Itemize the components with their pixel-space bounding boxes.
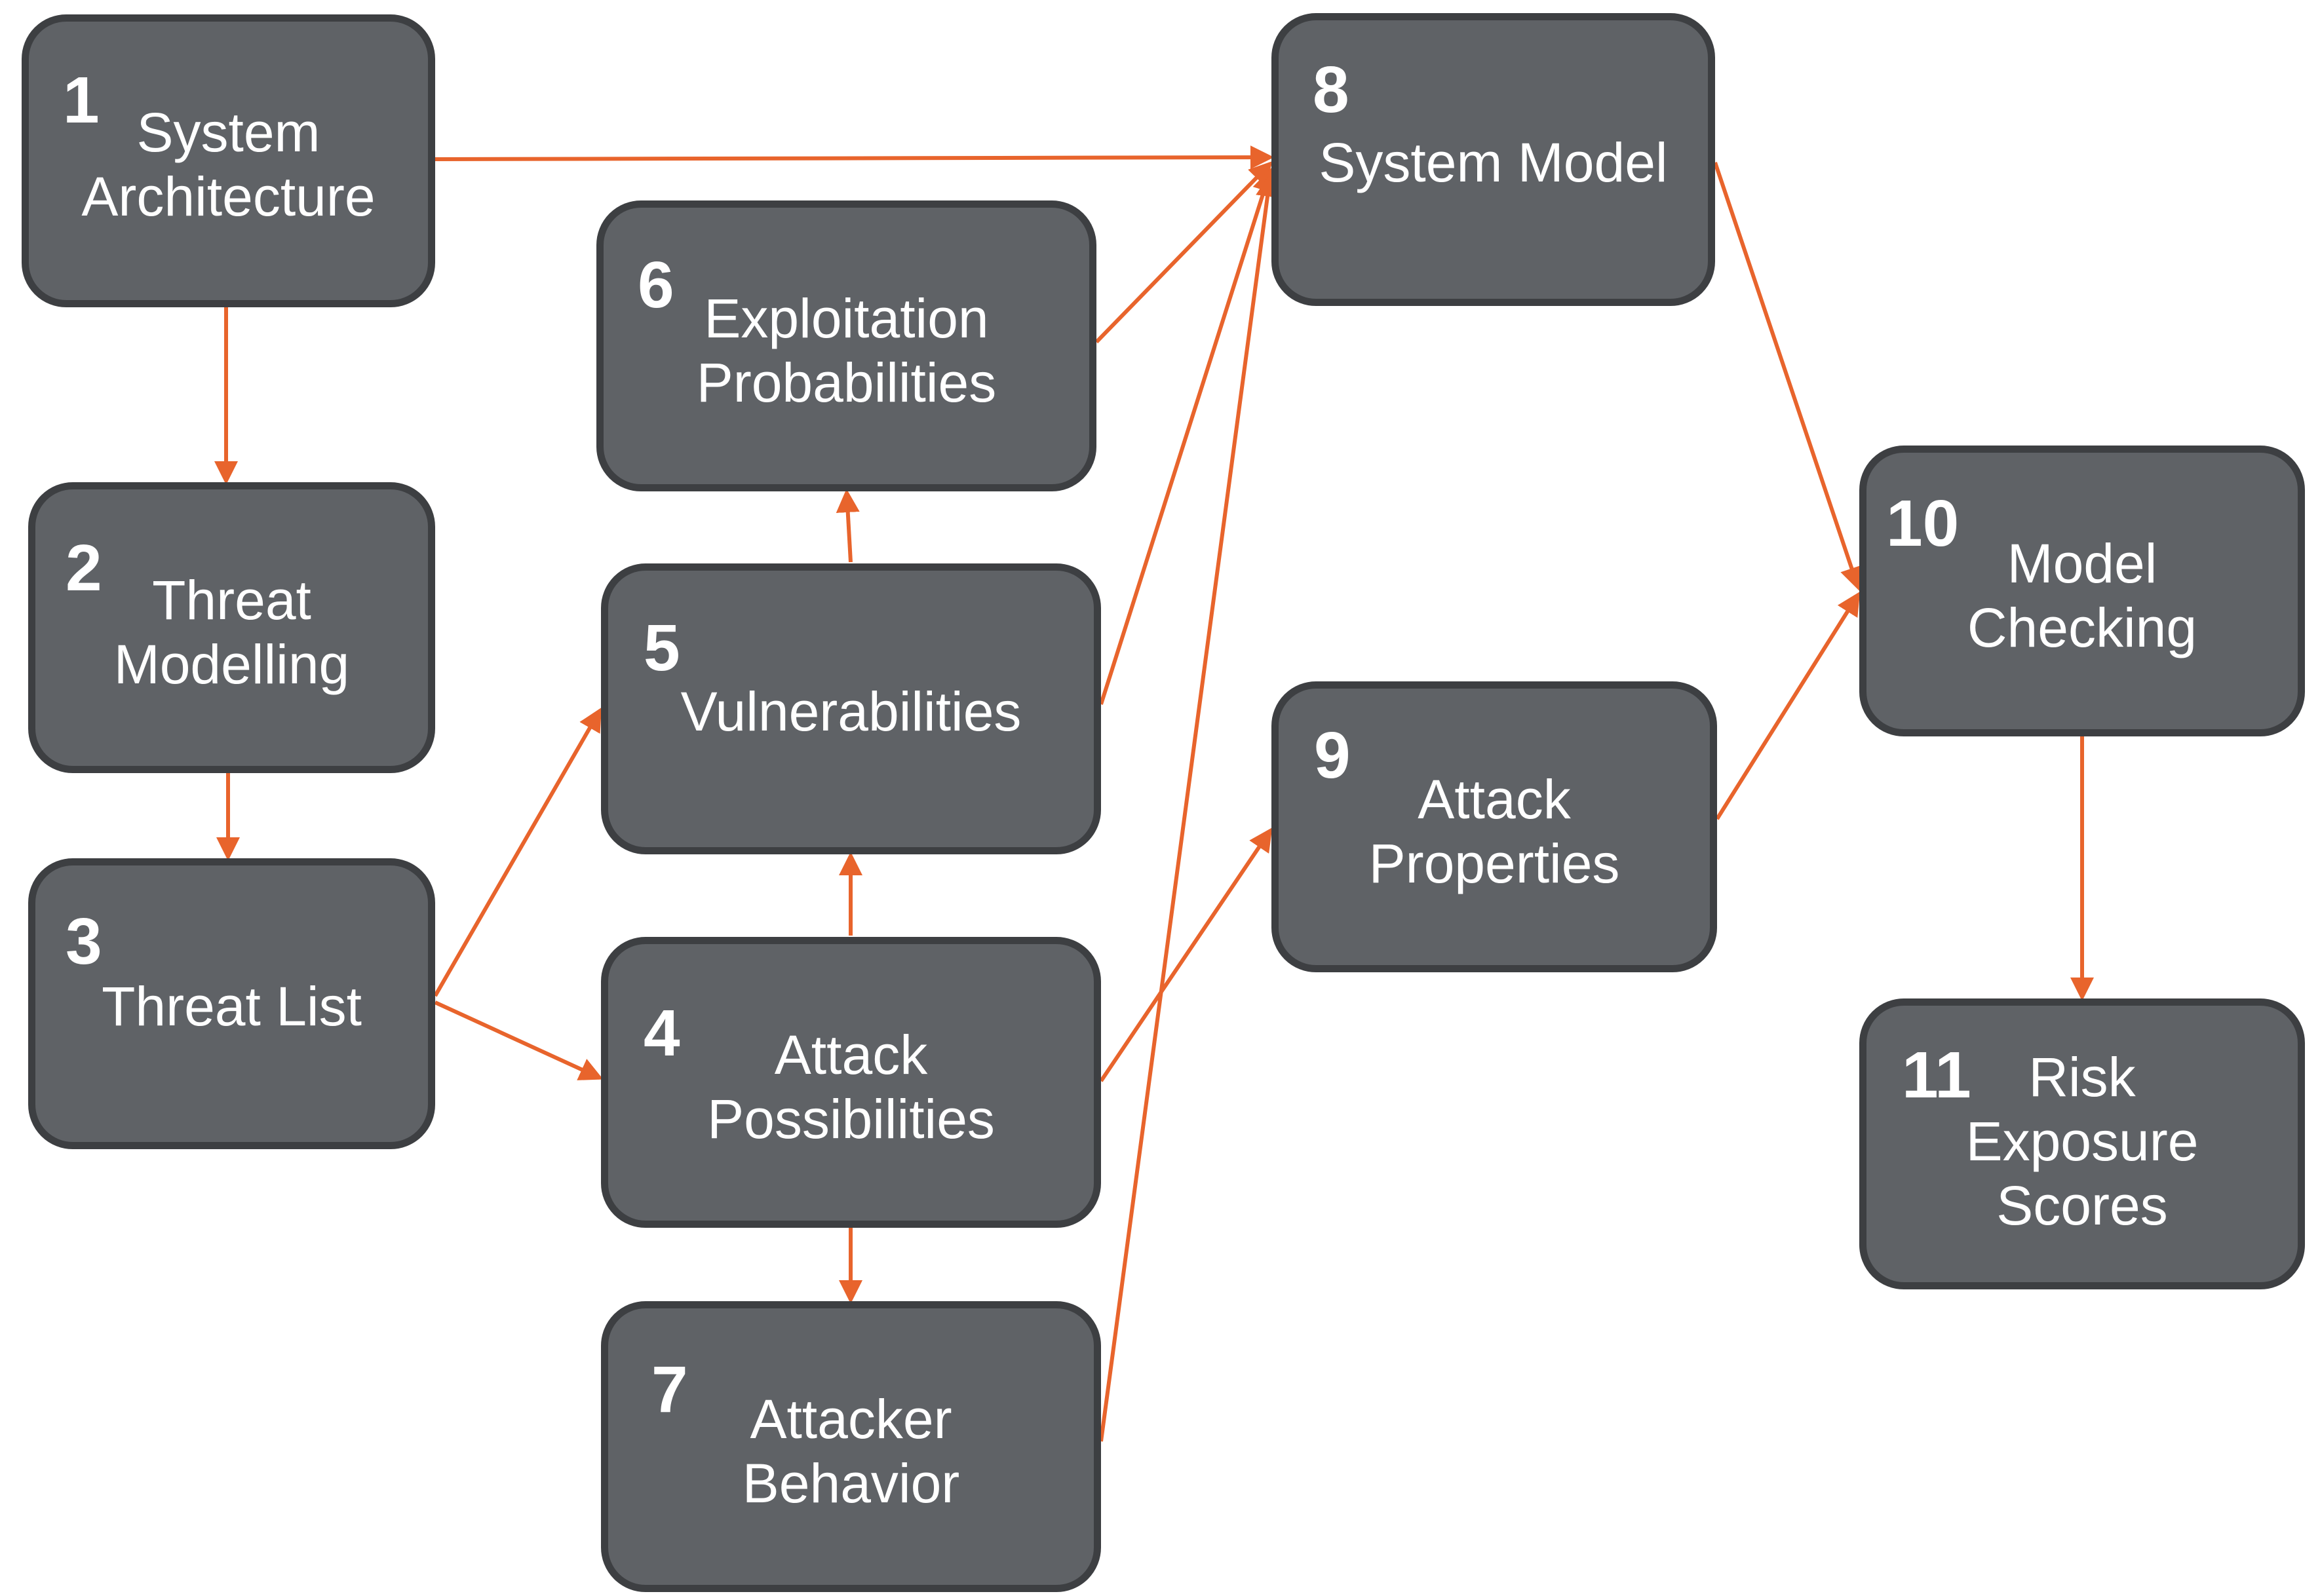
node-number: 10 — [1886, 487, 1960, 560]
node-label: Threat Modelling — [113, 569, 350, 695]
node-threat-modelling[interactable]: 2 Threat Modelling — [28, 482, 435, 773]
node-label: Attack Possibilities — [707, 1024, 995, 1150]
arrow-8-to-10 — [1713, 162, 1863, 591]
node-attacker-behavior[interactable]: 7 Attacker Behavior — [601, 1301, 1101, 1592]
node-attack-possibilities[interactable]: 4 Attack Possibilities — [601, 937, 1101, 1228]
arrow-5-to-6 — [836, 489, 860, 563]
node-attack-properties[interactable]: 9 Attack Properties — [1271, 681, 1717, 972]
arrow-7-to-8 — [1099, 173, 1279, 1442]
node-number: 11 — [1902, 1038, 1971, 1112]
node-number: 7 — [651, 1353, 688, 1426]
node-label: Exploitation Probabilities — [696, 288, 997, 413]
node-number: 3 — [66, 905, 102, 978]
arrow-1-to-8 — [435, 145, 1274, 170]
node-label: Vulnerabilities — [680, 681, 1022, 742]
node-system-architecture[interactable]: 1 System Architecture — [22, 14, 435, 307]
node-label: Risk Exposure Scores — [1965, 1046, 2199, 1236]
node-label: Model Checking — [1967, 533, 2197, 658]
node-label: System Model — [1319, 132, 1668, 193]
arrow-9-to-10 — [1715, 591, 1861, 820]
arrow-4-to-9 — [1099, 827, 1273, 1082]
node-number: 9 — [1314, 719, 1351, 792]
node-number: 6 — [638, 248, 674, 322]
arrow-3-to-5 — [433, 707, 602, 997]
arrow-6-to-8 — [1094, 161, 1273, 344]
node-risk-exposure-scores[interactable]: 11 Risk Exposure Scores — [1859, 998, 2305, 1289]
node-vulnerabilities[interactable]: 5 Vulnerabilities — [601, 563, 1101, 854]
node-system-model[interactable]: 8 System Model — [1271, 13, 1715, 306]
node-number: 8 — [1313, 53, 1349, 126]
node-label: Threat List — [102, 976, 362, 1037]
arrow-3-to-4 — [434, 1000, 604, 1080]
node-model-checking[interactable]: 10 Model Checking — [1859, 446, 2305, 736]
node-label: System Architecture — [81, 102, 376, 227]
node-label: Attack Properties — [1368, 769, 1620, 894]
node-number: 5 — [644, 611, 680, 685]
node-exploitation-probabilities[interactable]: 6 Exploitation Probabilities — [596, 200, 1096, 491]
node-number: 1 — [63, 64, 100, 137]
node-number: 2 — [66, 531, 102, 605]
node-label: Attacker Behavior — [742, 1388, 960, 1514]
arrow-5-to-8 — [1099, 168, 1276, 705]
node-number: 4 — [644, 997, 680, 1070]
node-threat-list[interactable]: 3 Threat List — [28, 858, 435, 1149]
